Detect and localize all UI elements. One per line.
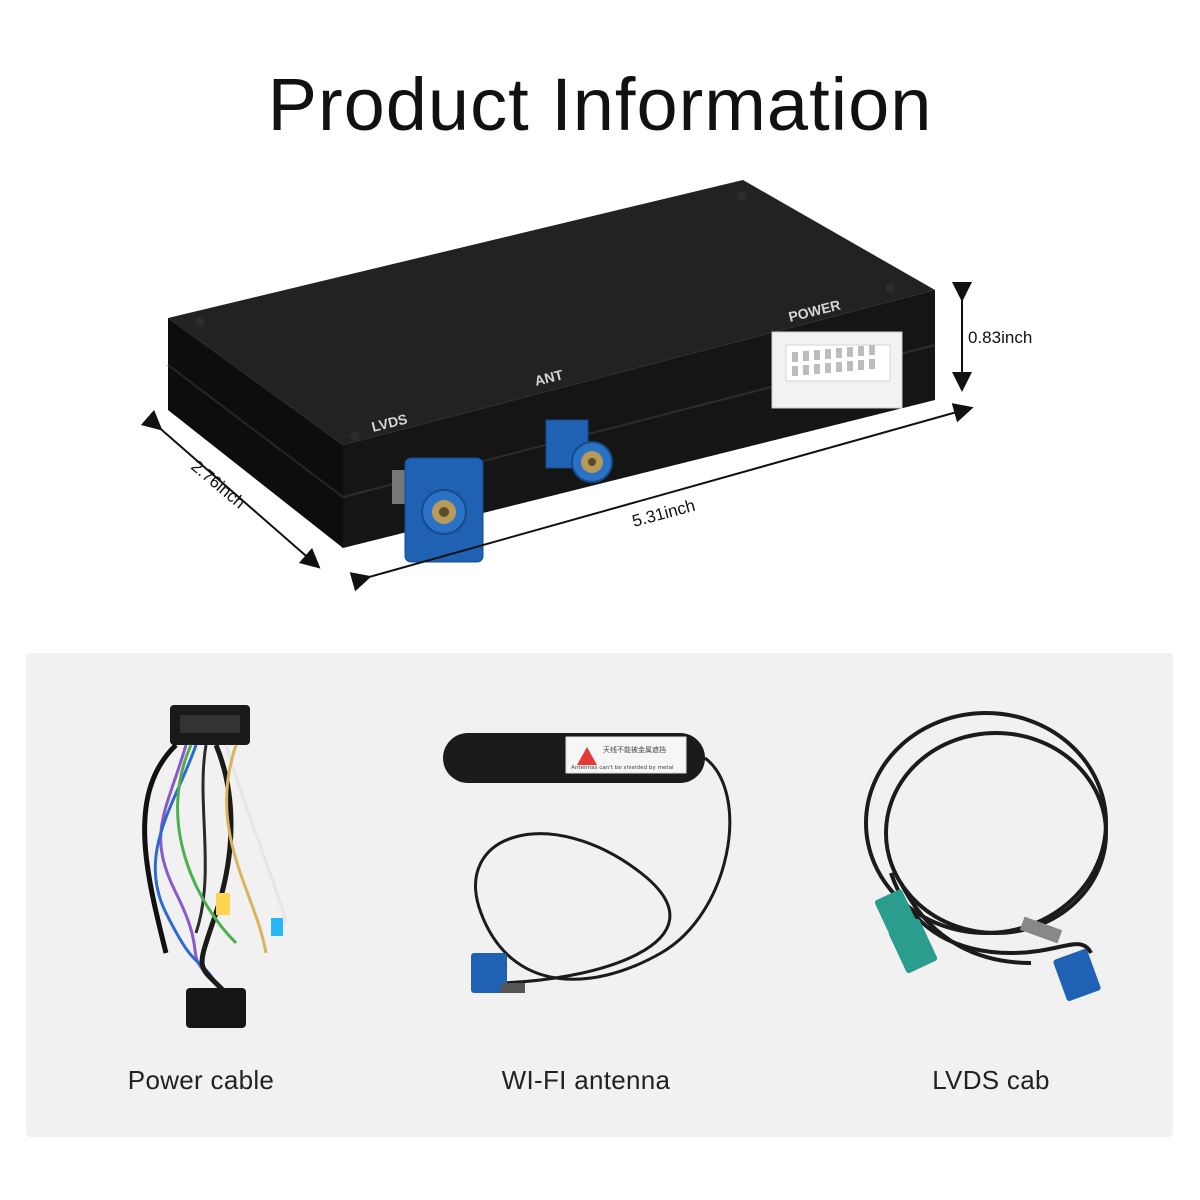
page-title: Product Information bbox=[267, 63, 933, 146]
product-illustration: LVDS ANT POWER 0.83inch 5.31inch 2.76inc… bbox=[140, 180, 1032, 592]
box-top-face bbox=[168, 180, 935, 445]
antenna-sticker-line2: Antennas can't be shielded by metal bbox=[571, 765, 674, 771]
width-dimension-arrow bbox=[349, 403, 974, 592]
accessory-wifi-antenna: 天线不能被金属遮挡 Antennas can't be shielded by … bbox=[431, 653, 741, 1137]
lvds-cable-label: LVDS cab bbox=[932, 1065, 1050, 1095]
wifi-antenna-label: WI-FI antenna bbox=[501, 1065, 671, 1095]
lvds-connector bbox=[392, 457, 484, 563]
power-cable-label: Power cable bbox=[127, 1065, 275, 1095]
accessory-power-cable: Power cable bbox=[66, 653, 336, 1137]
ant-port-label: ANT bbox=[533, 366, 565, 389]
antenna-sticker-line1: 天线不能被金属遮挡 bbox=[603, 745, 666, 754]
accessory-lvds-cable: LVDS cab bbox=[831, 653, 1151, 1137]
wifi-antenna-image: 天线不能被金属遮挡 Antennas can't be shielded by … bbox=[443, 733, 732, 993]
height-dimension-label: 0.83inch bbox=[968, 328, 1032, 347]
accessories-panel: Power cable 天线不能被金属遮挡 Antennas can't be … bbox=[26, 653, 1173, 1137]
power-cable-image bbox=[142, 705, 288, 1028]
power-connector bbox=[771, 331, 903, 409]
depth-dimension-arrow bbox=[140, 409, 321, 569]
lvds-cable-image bbox=[864, 711, 1108, 1001]
